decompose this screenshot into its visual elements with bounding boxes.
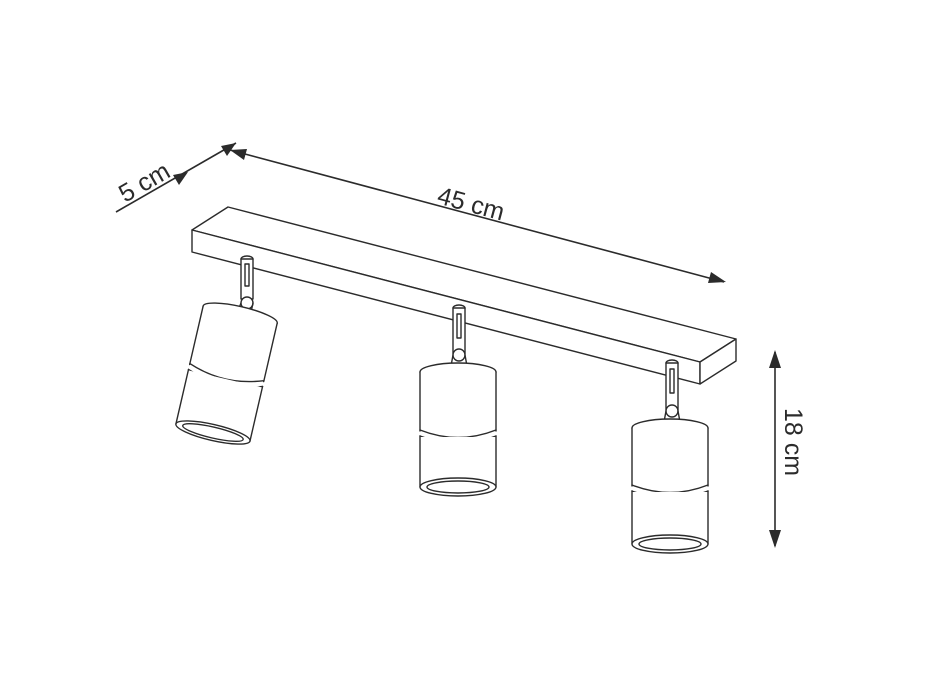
left-stem-slot xyxy=(244,263,250,287)
middle-body-upper xyxy=(420,372,496,431)
right-band-upper-edge xyxy=(631,484,709,494)
right-stem-slot xyxy=(669,368,675,394)
ceiling-bar-side-face xyxy=(699,338,737,385)
height-arrowhead-bottom xyxy=(769,530,781,548)
right-spotlight xyxy=(631,359,709,554)
left-band-upper-edge xyxy=(189,362,265,383)
height-arrowhead-top xyxy=(769,350,781,368)
depth-dimension: 5 cm xyxy=(114,142,237,213)
middle-pivot-joint xyxy=(452,348,466,362)
depth-label: 5 cm xyxy=(114,157,175,208)
length-dimension-line xyxy=(229,149,725,283)
depth-arrowhead-top xyxy=(221,143,236,156)
length-arrowhead-right xyxy=(708,272,726,283)
middle-lens xyxy=(426,480,490,494)
middle-spotlight xyxy=(419,304,497,497)
left-body-upper xyxy=(189,306,278,382)
length-label: 45 cm xyxy=(434,182,507,227)
middle-stem-slot xyxy=(456,313,462,339)
right-body-upper xyxy=(632,428,708,486)
ceiling-bar xyxy=(191,206,737,385)
length-arrowhead-left xyxy=(230,149,247,160)
height-label: 18 cm xyxy=(779,408,807,476)
depth-arrowhead-bottom xyxy=(173,172,188,185)
middle-band-upper-edge xyxy=(419,429,497,439)
height-dimension: 18 cm xyxy=(769,350,807,548)
left-spotlight xyxy=(175,255,278,445)
left-lens xyxy=(182,423,244,443)
left-spot-body xyxy=(175,302,278,445)
right-lens xyxy=(638,537,702,551)
right-pivot-joint xyxy=(665,404,679,418)
